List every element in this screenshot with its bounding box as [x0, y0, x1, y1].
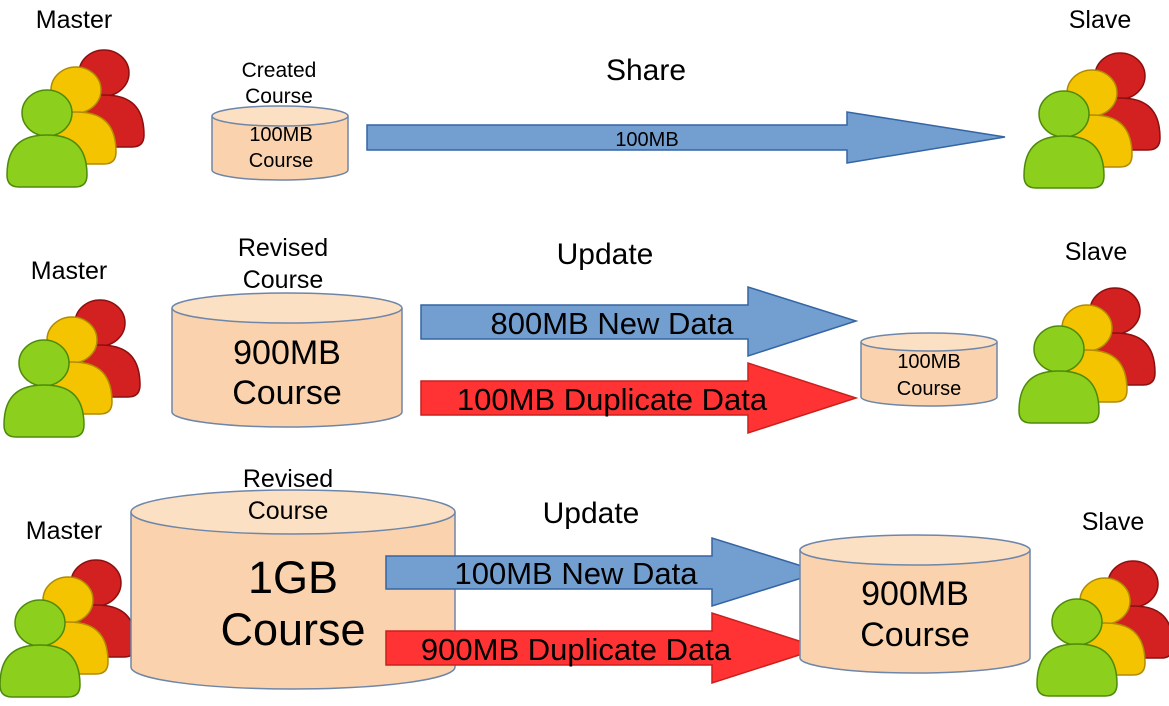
arrow-duplicate-data: 900MB Duplicate Data: [385, 611, 824, 685]
arrow-duplicate-data: 100MB Duplicate Data: [420, 361, 859, 435]
action-label: Update: [557, 238, 654, 271]
source-caption: Created: [242, 59, 317, 82]
svg-text:Course: Course: [232, 374, 342, 412]
svg-text:Course: Course: [249, 150, 313, 172]
svg-text:900MB: 900MB: [233, 334, 341, 372]
row-update-1: Master Revised Course 900MB Course Updat…: [3, 234, 1156, 438]
svg-text:Course: Course: [860, 616, 970, 654]
master-users-icon: [0, 559, 137, 698]
master-label: Master: [26, 517, 102, 545]
source-course-cylinder: 900MB Course: [171, 292, 403, 428]
svg-text:100MB Duplicate Data: 100MB Duplicate Data: [457, 382, 768, 417]
master-label: Master: [31, 257, 107, 285]
row-share: Master Created Course 100MB Course Share…: [6, 6, 1161, 189]
target-course-cylinder: 100MB Course: [860, 332, 998, 407]
arrow-new-data: 800MB New Data: [420, 285, 859, 358]
source-course-cylinder: 100MB Course: [211, 105, 349, 181]
source-caption-line2: Course: [245, 85, 313, 108]
slave-label: Slave: [1069, 6, 1132, 34]
action-label: Update: [543, 497, 640, 530]
svg-text:100MB: 100MB: [615, 129, 678, 151]
arrow-new-data: 100MB: [366, 111, 1006, 164]
source-caption: Revised: [243, 465, 333, 493]
slave-label: Slave: [1065, 238, 1128, 266]
source-caption-line2: Course: [243, 266, 324, 294]
source-caption: Revised: [238, 234, 328, 262]
master-users-icon: [6, 49, 145, 188]
svg-text:900MB Duplicate Data: 900MB Duplicate Data: [421, 632, 732, 667]
slave-users-icon: [1036, 560, 1169, 697]
svg-text:100MB New Data: 100MB New Data: [455, 556, 699, 591]
source-caption-line2: Course: [248, 497, 329, 525]
svg-text:900MB: 900MB: [861, 575, 969, 613]
svg-text:Course: Course: [220, 604, 365, 655]
svg-text:1GB: 1GB: [248, 552, 338, 603]
svg-text:Course: Course: [897, 378, 961, 400]
arrow-new-data: 100MB New Data: [385, 536, 824, 608]
row-update-2: Master 1GB Course Revised Course Update …: [0, 465, 1169, 698]
slave-users-icon: [1023, 52, 1161, 189]
target-course-cylinder: 900MB Course: [799, 534, 1031, 674]
svg-text:100MB: 100MB: [897, 351, 960, 373]
slave-users-icon: [1018, 287, 1156, 424]
svg-text:800MB New Data: 800MB New Data: [491, 306, 735, 341]
slave-label: Slave: [1082, 508, 1145, 536]
svg-text:100MB: 100MB: [249, 124, 312, 146]
action-label: Share: [606, 54, 686, 87]
master-users-icon: [3, 299, 141, 438]
source-course-cylinder: 1GB Course: [130, 489, 456, 690]
master-label: Master: [36, 6, 112, 34]
